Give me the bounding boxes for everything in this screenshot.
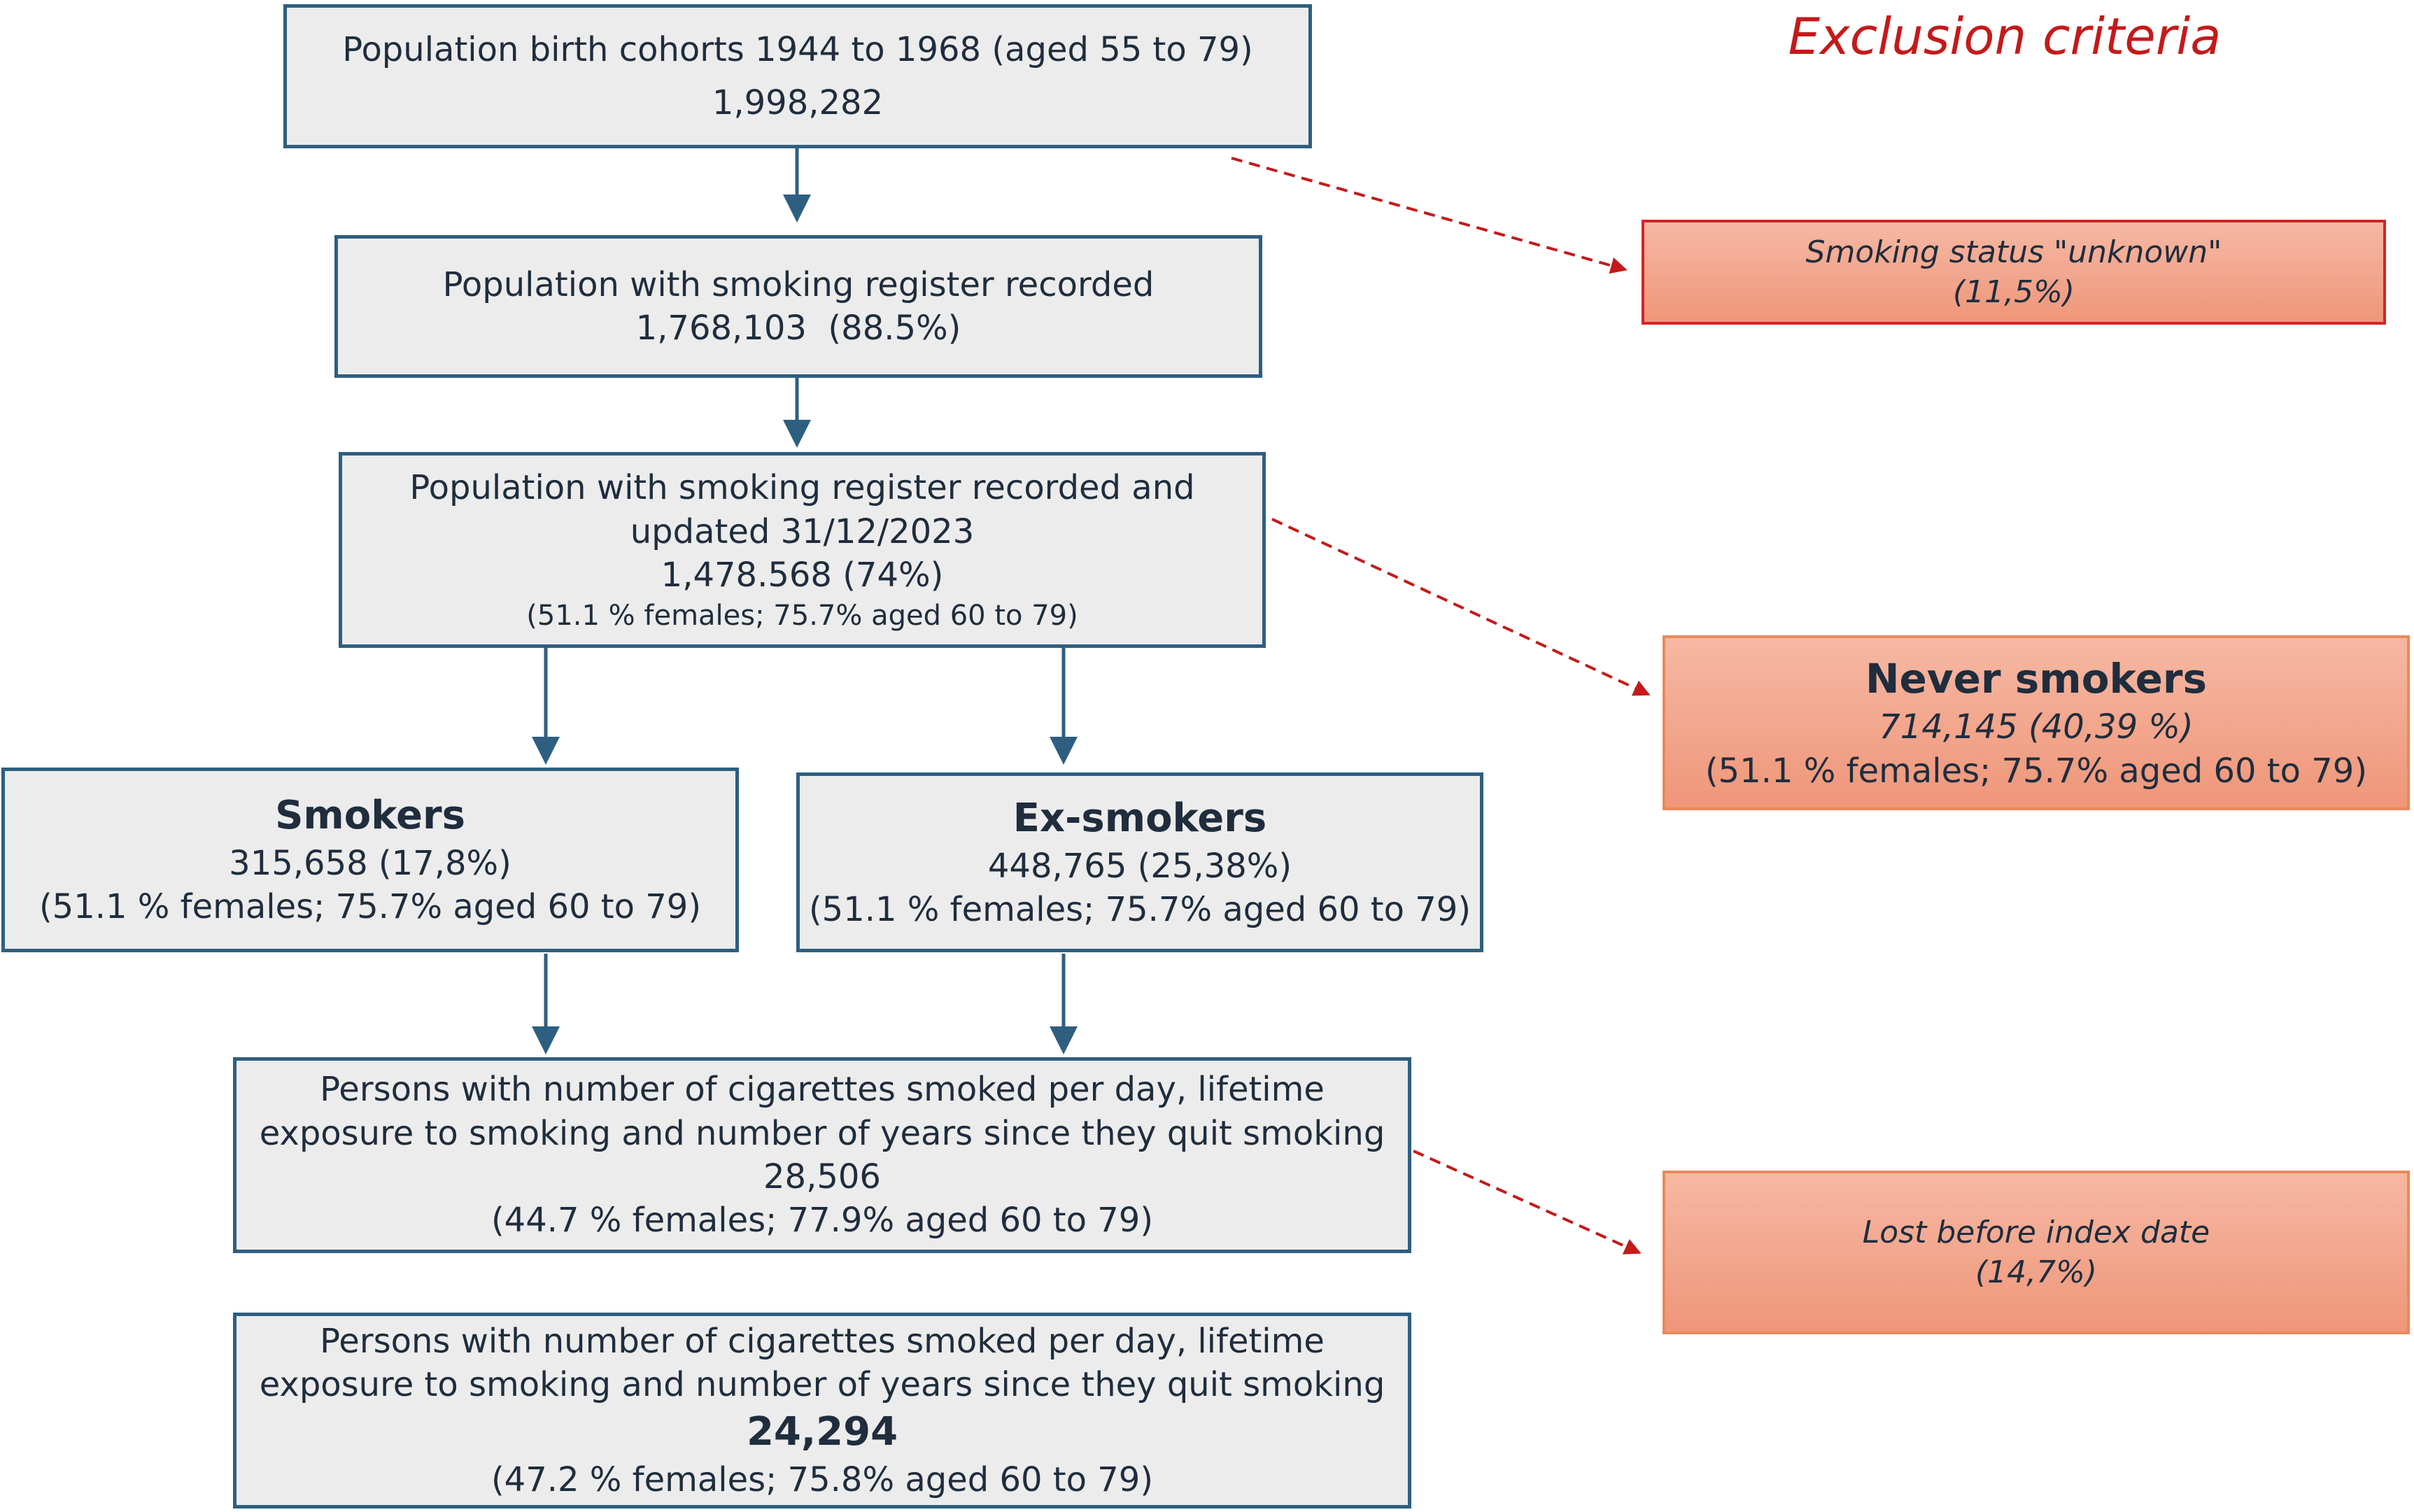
exclusion-lost-percent: (14,7%) (1975, 1255, 2098, 1290)
cigarettes-label-line2: exposure to smoking and number of years … (259, 1113, 1385, 1153)
smokers-title: Smokers (275, 793, 465, 839)
smokers-detail: (51.1 % females; 75.7% aged 60 to 79) (38, 887, 702, 927)
recorded-count: 1,768,103 (88.5%) (635, 309, 961, 348)
recorded-label: Population with smoking register recorde… (442, 264, 1155, 304)
exclusion-arrow-unknown (1231, 157, 1628, 274)
updated-detail: (51.1 % females; 75.7% aged 60 to 79) (526, 599, 1078, 632)
final-count: 24,294 (746, 1408, 898, 1455)
exclusion-unknown-box: Smoking status "unknown" (11,5%) (1642, 220, 2386, 325)
population-box: Population birth cohorts 1944 to 1968 (a… (283, 4, 1312, 148)
exclusion-unknown-label: Smoking status "unknown" (1805, 234, 2222, 270)
final-detail: (47.2 % females; 75.8% aged 60 to 79) (490, 1460, 1154, 1499)
exclusion-never-title: Never smokers (1865, 654, 2208, 702)
recorded-box: Population with smoking register recorde… (334, 235, 1262, 378)
ex-smokers-box: Ex-smokers 448,765 (25,38%) (51.1 % fema… (796, 772, 1483, 952)
updated-label-line2: updated 31/12/2023 (630, 511, 975, 551)
updated-box: Population with smoking register recorde… (339, 452, 1266, 648)
updated-label-line1: Population with smoking register recorde… (409, 468, 1195, 508)
exclusion-never-detail: (51.1 % females; 75.7% aged 60 to 79) (1704, 751, 2368, 791)
cigarettes-count: 28,506 (763, 1157, 881, 1196)
exclusion-lost-box: Lost before index date (14,7%) (1663, 1171, 2410, 1334)
ex-smokers-title: Ex-smokers (1012, 795, 1267, 841)
smokers-count: 315,658 (17,8%) (229, 844, 511, 883)
exclusion-never-count: 714,145 (40,39 %) (1879, 707, 2194, 747)
exclusion-arrow-lost (1413, 1150, 1642, 1255)
cigarettes-label-line1: Persons with number of cigarettes smoked… (320, 1070, 1325, 1110)
exclusion-arrow-never (1271, 518, 1651, 696)
final-label-line2: exposure to smoking and number of years … (259, 1365, 1385, 1405)
updated-count: 1,478.568 (74%) (661, 556, 944, 595)
final-label-line1: Persons with number of cigarettes smoked… (320, 1322, 1325, 1362)
exclusion-never-box: Never smokers 714,145 (40,39 %) (51.1 % … (1663, 635, 2410, 810)
cigarettes-detail: (44.7 % females; 77.9% aged 60 to 79) (490, 1201, 1154, 1241)
exclusion-lost-label: Lost before index date (1862, 1214, 2210, 1250)
smokers-box: Smokers 315,658 (17,8%) (51.1 % females;… (1, 768, 739, 952)
cigarettes-box: Persons with number of cigarettes smoked… (233, 1057, 1411, 1253)
final-cohort-box: Persons with number of cigarettes smoked… (233, 1313, 1411, 1509)
exclusion-criteria-heading: Exclusion criteria (1788, 7, 2222, 66)
ex-smokers-detail: (51.1 % females; 75.7% aged 60 to 79) (808, 889, 1471, 929)
population-count: 1,998,282 (712, 83, 884, 122)
ex-smokers-count: 448,765 (25,38%) (987, 846, 1292, 886)
population-label: Population birth cohorts 1944 to 1968 (a… (342, 29, 1253, 69)
exclusion-unknown-percent: (11,5%) (1952, 274, 2075, 310)
